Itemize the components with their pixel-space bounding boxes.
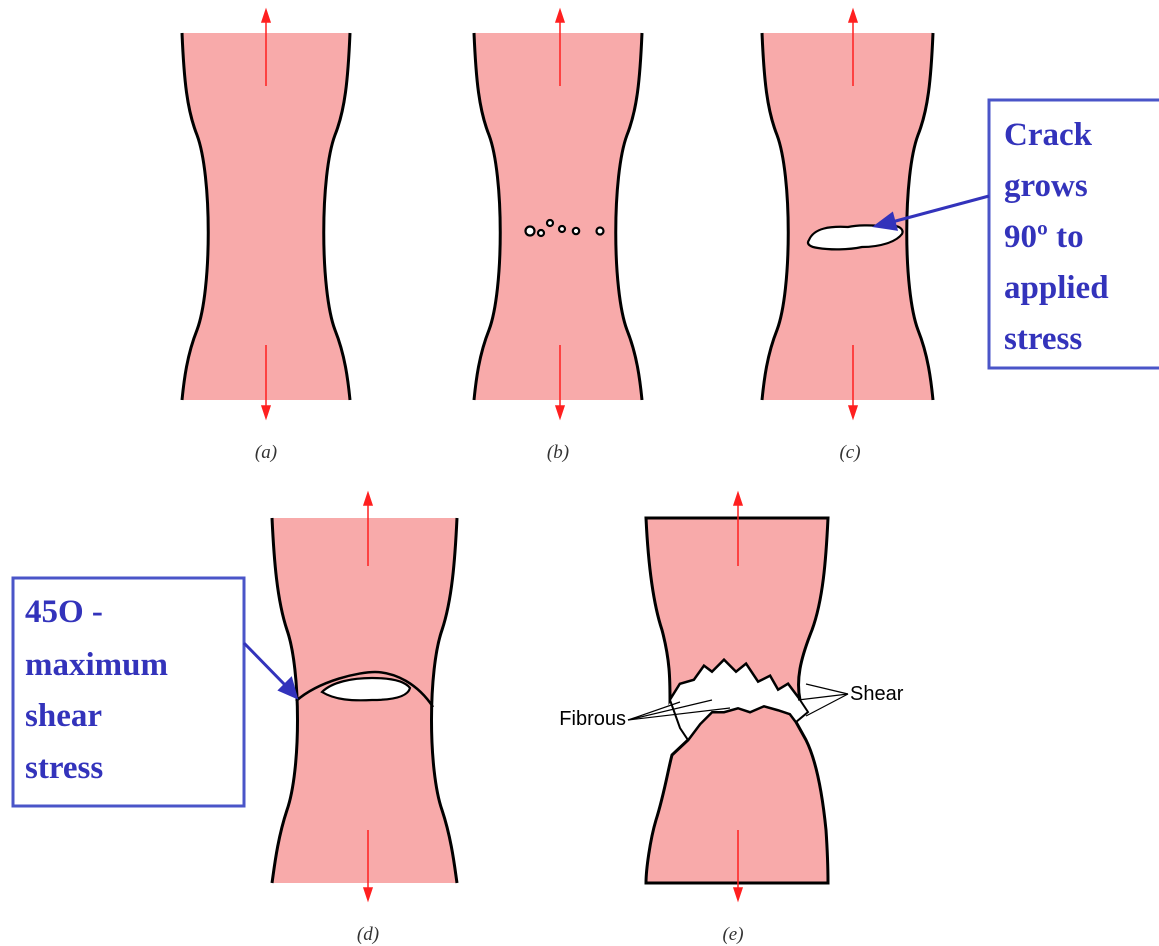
shear-label: Shear bbox=[850, 683, 904, 705]
shear-callout-line-2: maximum bbox=[25, 647, 168, 683]
panel-a: (a) bbox=[182, 10, 350, 463]
caption-b: (b) bbox=[547, 442, 569, 463]
crack-callout-line-2: grows bbox=[1004, 168, 1088, 204]
shear-callout: 45O - maximum shear stress bbox=[13, 578, 296, 806]
fibrous-label: Fibrous bbox=[559, 708, 626, 730]
crack-callout-line-3: 90º to bbox=[1004, 219, 1084, 255]
shear-callout-line-4: stress bbox=[25, 750, 103, 786]
panel-e: Fibrous Shear (e) bbox=[559, 493, 903, 945]
void-3 bbox=[547, 220, 553, 226]
panel-b: (b) bbox=[474, 10, 642, 463]
specimen-e-lower bbox=[646, 706, 828, 883]
crack-callout-line-1: Crack bbox=[1004, 117, 1093, 153]
void-6 bbox=[597, 228, 604, 235]
void-4 bbox=[559, 226, 565, 232]
panel-d: (d) bbox=[272, 493, 457, 945]
void-5 bbox=[573, 228, 579, 234]
shear-callout-line-1: 45O - bbox=[25, 594, 103, 630]
crack-callout-line-5: stress bbox=[1004, 321, 1082, 357]
caption-e: (e) bbox=[722, 924, 743, 945]
panel-c: (c) bbox=[762, 10, 933, 463]
void-1 bbox=[526, 227, 535, 236]
crack-callout-line-4: applied bbox=[1004, 270, 1109, 306]
caption-c: (c) bbox=[839, 442, 860, 463]
caption-a: (a) bbox=[255, 442, 277, 463]
caption-d: (d) bbox=[357, 924, 379, 945]
shear-callout-pointer bbox=[244, 643, 296, 697]
void-2 bbox=[538, 230, 544, 236]
shear-callout-line-3: shear bbox=[25, 698, 102, 734]
